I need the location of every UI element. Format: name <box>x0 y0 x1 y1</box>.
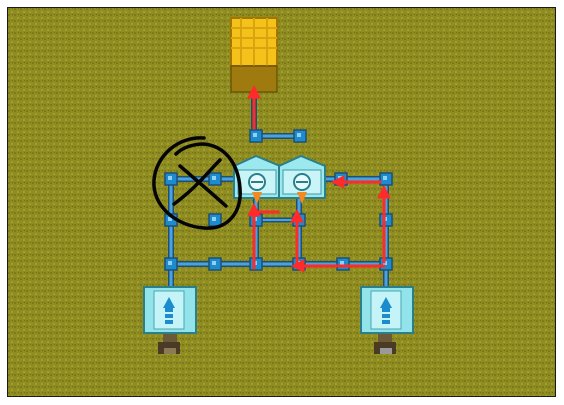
pipe-node-highlight <box>340 261 344 265</box>
flow-arrows <box>247 84 391 273</box>
pipe-node-highlight <box>168 176 172 180</box>
flow-arrow-icon <box>330 175 382 189</box>
game-viewport <box>7 7 556 397</box>
pump-right[interactable] <box>360 286 414 354</box>
cross-mark-icon <box>152 136 242 230</box>
pipe-node-highlight <box>297 133 301 137</box>
pump-left[interactable] <box>143 286 197 354</box>
pipe-node-highlight <box>212 217 216 221</box>
pipe-node-highlight <box>212 176 216 180</box>
game-scene <box>8 8 555 396</box>
flow-arrow-icon <box>377 184 391 264</box>
annotation-circle <box>152 136 242 230</box>
pipe-node-highlight <box>168 261 172 265</box>
pump-icon <box>163 297 175 308</box>
flow-arrow-icon <box>247 84 261 130</box>
flow-arrow-icon <box>290 208 304 268</box>
annotation-cross-stroke <box>178 164 228 208</box>
pump-icon <box>380 297 392 308</box>
ground <box>8 8 555 396</box>
pipe-node-highlight <box>168 217 172 221</box>
pipe-node-highlight <box>383 176 387 180</box>
flow-arrow-icon <box>290 259 386 273</box>
gold-block-icon[interactable] <box>230 17 278 93</box>
annotation-cross-stroke <box>172 158 222 206</box>
valve-left[interactable] <box>233 154 281 204</box>
valve-right[interactable] <box>278 154 326 204</box>
pipe-node-highlight <box>253 133 257 137</box>
pipe-node-highlight <box>212 261 216 265</box>
